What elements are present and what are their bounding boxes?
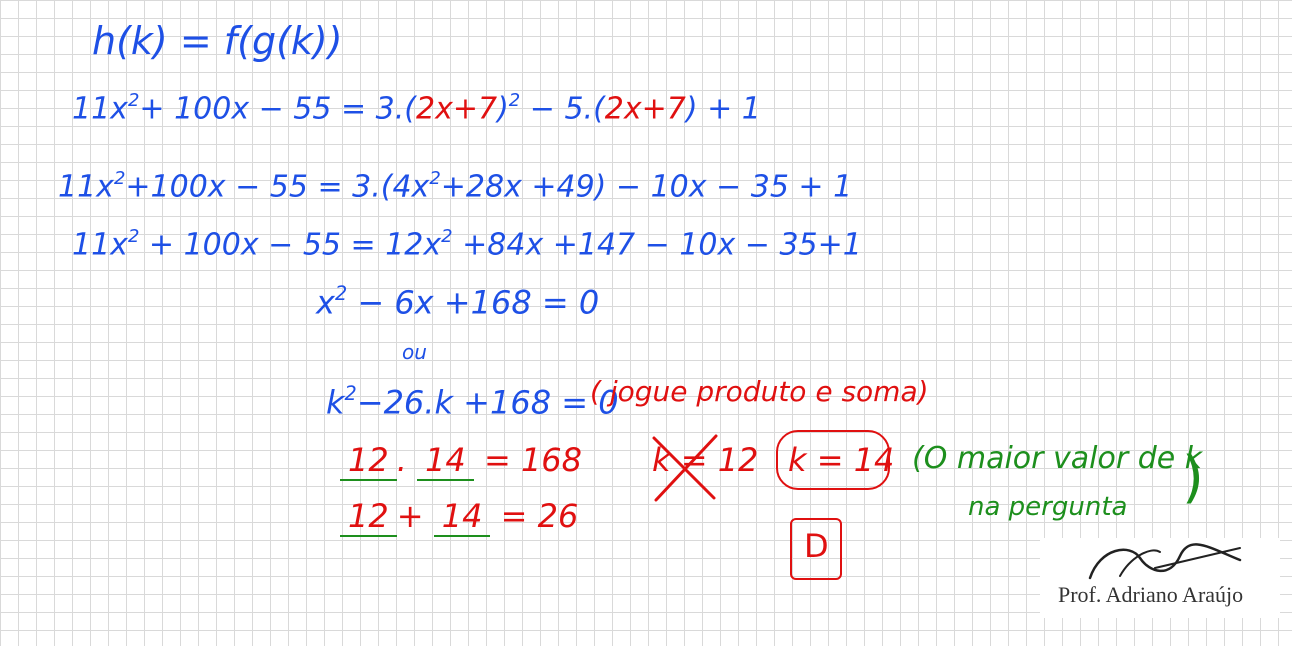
highlight-term: 2x+7 bbox=[604, 91, 686, 127]
term: 11x bbox=[72, 91, 128, 127]
exponent: 2 bbox=[508, 90, 521, 111]
answer-letter: D bbox=[804, 527, 829, 565]
highlight-term: 2x+7 bbox=[416, 91, 498, 127]
line-equation-expanded: 11x2+100x − 55 = 3.(4x2+28x +49) − 10x −… bbox=[58, 170, 852, 203]
exponent: 2 bbox=[113, 168, 126, 189]
term: − 5.( bbox=[520, 91, 605, 127]
chosen-root: k = 14 bbox=[788, 441, 895, 479]
note-product-sum: ( jogue produto e soma) bbox=[590, 375, 929, 408]
term: k bbox=[326, 383, 345, 422]
line-quadratic-k: k2−26.k +168 = 0 bbox=[326, 382, 619, 422]
exponent: 2 bbox=[127, 226, 140, 247]
cross-out-mark bbox=[652, 434, 718, 502]
term: ) + 1 bbox=[685, 91, 761, 127]
term: + 100x − 55 = 12x bbox=[139, 227, 442, 263]
factor: 14 bbox=[417, 441, 474, 481]
signature-scribble bbox=[1088, 543, 1242, 580]
exponent: 2 bbox=[334, 282, 348, 305]
word-ou: ou bbox=[402, 340, 427, 364]
result: = 26 bbox=[490, 497, 579, 535]
note-close-paren: ) bbox=[1182, 445, 1204, 510]
operator: . bbox=[396, 441, 407, 479]
answer-circle bbox=[776, 430, 890, 490]
note-in-question: na pergunta bbox=[968, 492, 1128, 522]
signature-name: Prof. Adriano Araújo bbox=[1058, 582, 1244, 607]
term: +84x +147 − 10x − 35+1 bbox=[452, 227, 862, 263]
exponent: 2 bbox=[127, 90, 140, 111]
term: − 6x +168 = 0 bbox=[347, 283, 600, 322]
exponent: 2 bbox=[441, 226, 453, 247]
addend: 12 bbox=[340, 497, 397, 537]
line-sum: 12+ 14 = 26 bbox=[340, 497, 579, 537]
term: + 100x − 55 = 3.( bbox=[139, 91, 416, 127]
note-largest-value: (O maior valor de k bbox=[912, 441, 1203, 476]
line-quadratic-x: x2 − 6x +168 = 0 bbox=[316, 282, 600, 322]
line-product: 12. 14 = 168 bbox=[340, 441, 583, 481]
term: −26.k +168 = 0 bbox=[356, 383, 619, 422]
term: +28x +49) − 10x − 35 + 1 bbox=[440, 169, 853, 205]
exponent: 2 bbox=[429, 168, 441, 189]
term: 11x bbox=[72, 227, 128, 263]
line-equation-distributed: 11x2 + 100x − 55 = 12x2 +84x +147 − 10x … bbox=[72, 228, 862, 261]
term: +100x − 55 = 3.(4x bbox=[125, 169, 430, 205]
addend: 14 bbox=[433, 497, 491, 537]
result: = 168 bbox=[473, 441, 583, 479]
answer-box bbox=[790, 518, 842, 580]
term: ) bbox=[497, 91, 509, 127]
term: x bbox=[316, 283, 335, 322]
operator: + bbox=[396, 497, 424, 535]
exponent: 2 bbox=[344, 382, 357, 405]
signature-block: Prof. Adriano Araújo bbox=[1040, 538, 1280, 618]
factor: 12 bbox=[340, 441, 397, 481]
term: 11x bbox=[58, 169, 114, 205]
line-function-composition: h(k) = f(g(k)) bbox=[92, 19, 343, 63]
line-equation-substitution: 11x2+ 100x − 55 = 3.(2x+7)2 − 5.(2x+7) +… bbox=[72, 92, 761, 125]
